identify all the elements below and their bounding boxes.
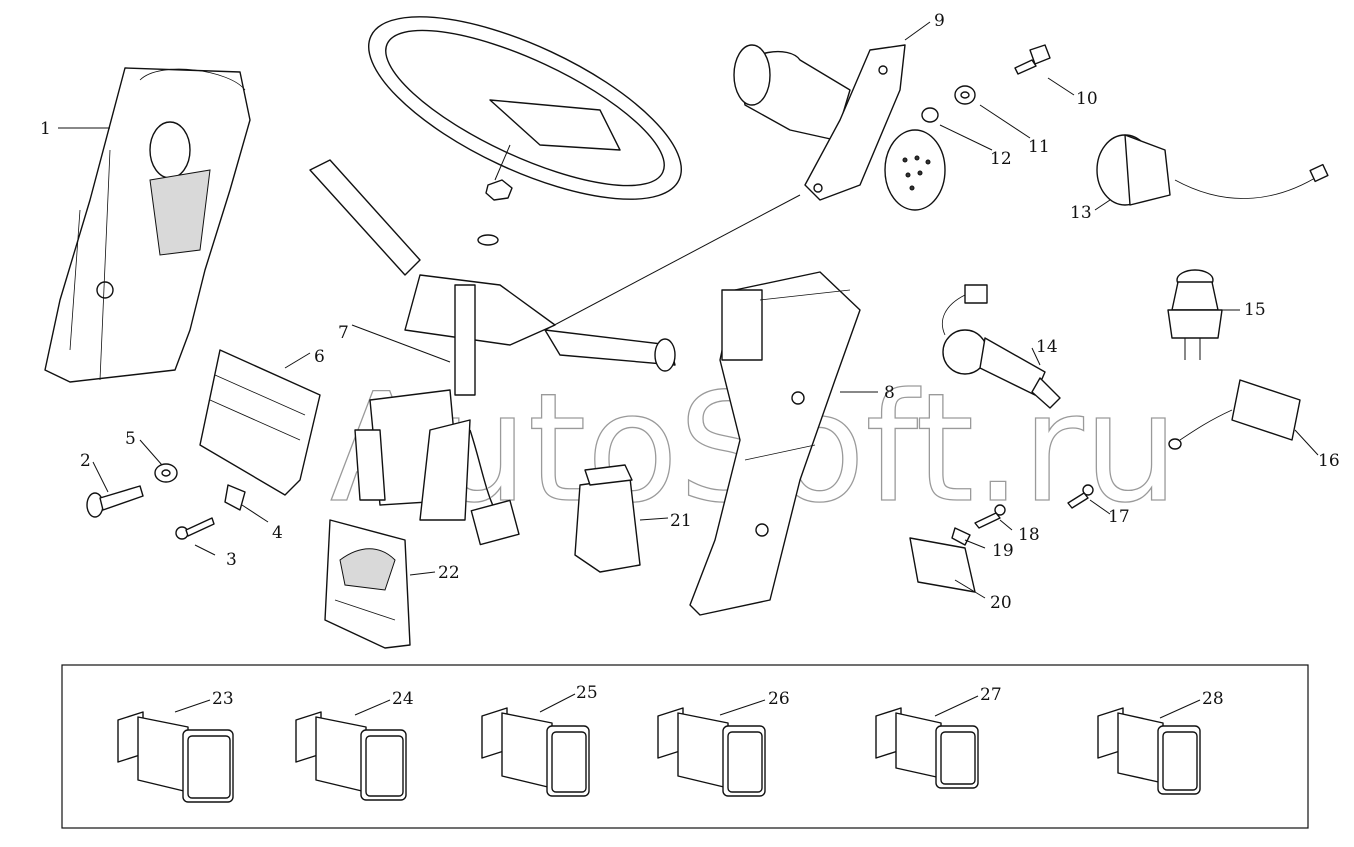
callout-12: 12 [990,149,1012,169]
callout-1: 1 [40,119,51,139]
part-14-switch [941,284,1061,409]
part-26-switch [657,707,766,797]
callout-13: 13 [1070,203,1092,223]
part-10-bolt [1014,44,1051,75]
callout-28: 28 [1202,689,1224,709]
part-3-screw [175,517,215,540]
part-19-clip [951,527,971,546]
callout-3: 3 [226,550,237,570]
part-15-pressure-switch [1167,269,1223,360]
part-20-cover-plate [909,537,976,593]
callout-24: 24 [392,689,414,709]
part-18-screw [974,504,1006,529]
part-4-clip [224,484,246,511]
callout-18: 18 [1018,525,1040,545]
part-13-sensor [1096,134,1329,206]
callout-22: 22 [438,563,460,583]
steering-wheel [368,16,682,200]
callout-17: 17 [1108,507,1130,527]
callout-11: 11 [1028,137,1050,157]
part-16-connector [1168,379,1301,450]
switch-group-frame [61,664,1309,829]
part-8-lower-shroud [689,271,861,616]
callout-23: 23 [212,689,234,709]
steering-washer [477,234,499,246]
callout-20: 20 [990,593,1012,613]
callout-4: 4 [272,523,283,543]
switch-modules [117,707,1201,803]
callout-27: 27 [980,685,1002,705]
part-1-upper-shroud [44,67,251,383]
callout-6: 6 [314,347,325,367]
steering-nut [485,179,513,201]
part-28-switch [1097,707,1201,795]
part-9-ignition-lock [733,44,946,211]
combination-switch-assembly [309,159,676,546]
callout-leaders [58,21,1319,719]
part-22-bracket-plate [324,519,411,649]
callout-2: 2 [80,451,91,471]
part-5-washer [154,463,178,483]
callout-16: 16 [1318,451,1340,471]
callout-26: 26 [768,689,790,709]
part-23-switch [117,711,234,803]
part-11-washer [954,85,976,105]
callout-9: 9 [934,11,945,31]
part-17-screw [1067,484,1094,509]
callout-numbers: 1 2 3 4 5 6 7 8 9 10 11 12 13 14 15 16 1… [40,11,1340,709]
part-12-lock-washer [921,107,939,123]
part-25-switch [481,707,590,797]
callout-5: 5 [125,429,136,449]
part-21-switch-cap [574,464,641,573]
callout-8: 8 [884,383,895,403]
callout-21: 21 [670,511,692,531]
part-2-screw [86,485,144,518]
part-24-switch [295,711,407,801]
callout-19: 19 [992,541,1014,561]
callout-10: 10 [1076,89,1098,109]
callout-15: 15 [1244,300,1266,320]
callout-7: 7 [338,323,349,343]
part-6-lower-cover [199,349,321,496]
callout-25: 25 [576,683,598,703]
part-27-switch [875,707,979,789]
callout-14: 14 [1036,337,1058,357]
